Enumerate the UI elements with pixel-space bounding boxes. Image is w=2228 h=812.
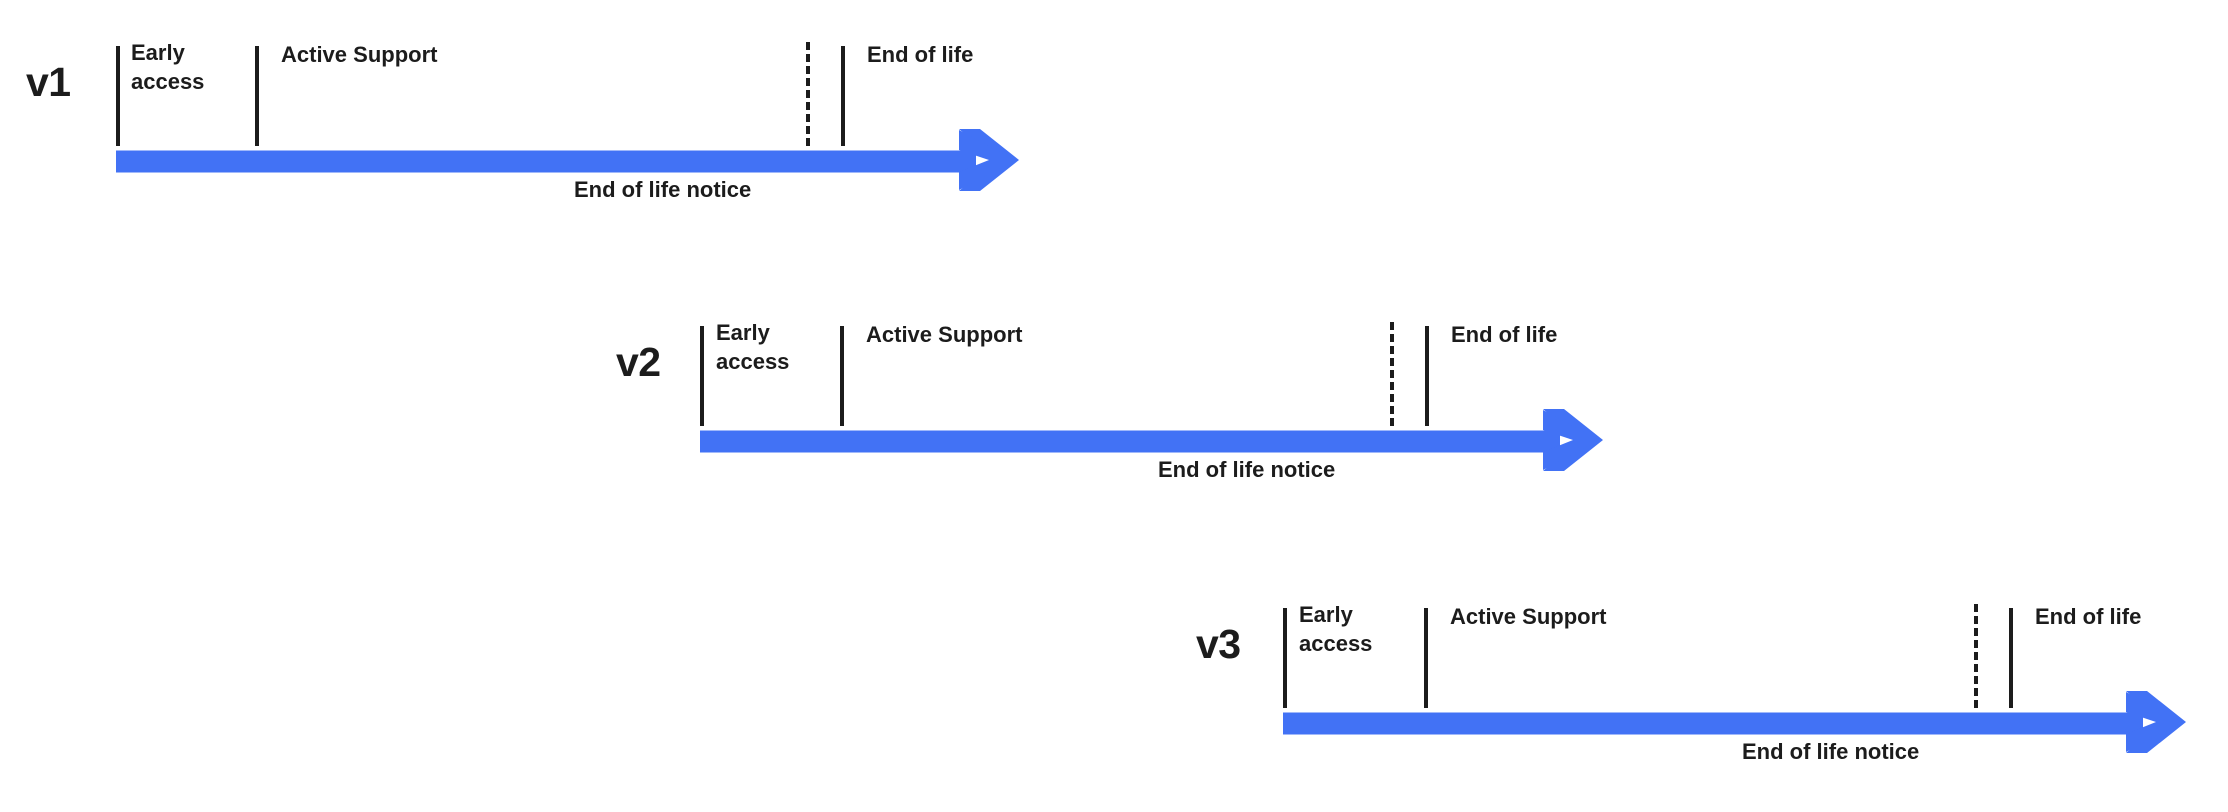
timeline-arrow-v2 (700, 409, 1603, 471)
timeline-row-v2: v2 Early access Active Support End of li… (0, 280, 2228, 540)
divider-active-support-start-v2 (840, 326, 844, 426)
divider-active-support-start-v3 (1424, 608, 1428, 708)
segment-label-early-access-v1: Early access (131, 40, 205, 94)
timeline-row-v1: v1 Early access Active Support End of li… (0, 0, 2228, 260)
divider-early-access-start-v3 (1283, 608, 1287, 708)
notice-label-v1: End of life notice (574, 177, 752, 202)
notice-label-v3: End of life notice (1742, 739, 1920, 764)
segment-label-end-of-life-v2: End of life (1451, 322, 1558, 347)
version-label-v1: v1 (26, 59, 71, 105)
notice-label-v2: End of life notice (1158, 457, 1336, 482)
segment-label-end-of-life-v1: End of life (867, 42, 974, 67)
segment-label-active-support-v2: Active Support (866, 322, 1023, 347)
divider-end-of-life-start-v3 (2009, 608, 2013, 708)
version-label-v3: v3 (1196, 621, 1241, 667)
segment-label-end-of-life-v3: End of life (2035, 604, 2142, 629)
segment-label-early-access-v2: Early access (716, 320, 790, 374)
divider-end-of-life-notice-v1 (806, 42, 810, 146)
timeline-row-v3: v3 Early access Active Support End of li… (0, 562, 2228, 812)
divider-end-of-life-start-v2 (1425, 326, 1429, 426)
divider-early-access-start-v1 (116, 46, 120, 146)
divider-early-access-start-v2 (700, 326, 704, 426)
timeline-arrow-v3 (1283, 691, 2186, 753)
segment-label-early-access-v3: Early access (1299, 602, 1373, 656)
timeline-arrow-v1 (116, 129, 1019, 191)
segment-label-active-support-v3: Active Support (1450, 604, 1607, 629)
version-label-v2: v2 (616, 339, 661, 385)
divider-active-support-start-v1 (255, 46, 259, 146)
segment-label-active-support-v1: Active Support (281, 42, 438, 67)
divider-end-of-life-notice-v3 (1974, 604, 1978, 708)
divider-end-of-life-notice-v2 (1390, 322, 1394, 426)
divider-end-of-life-start-v1 (841, 46, 845, 146)
